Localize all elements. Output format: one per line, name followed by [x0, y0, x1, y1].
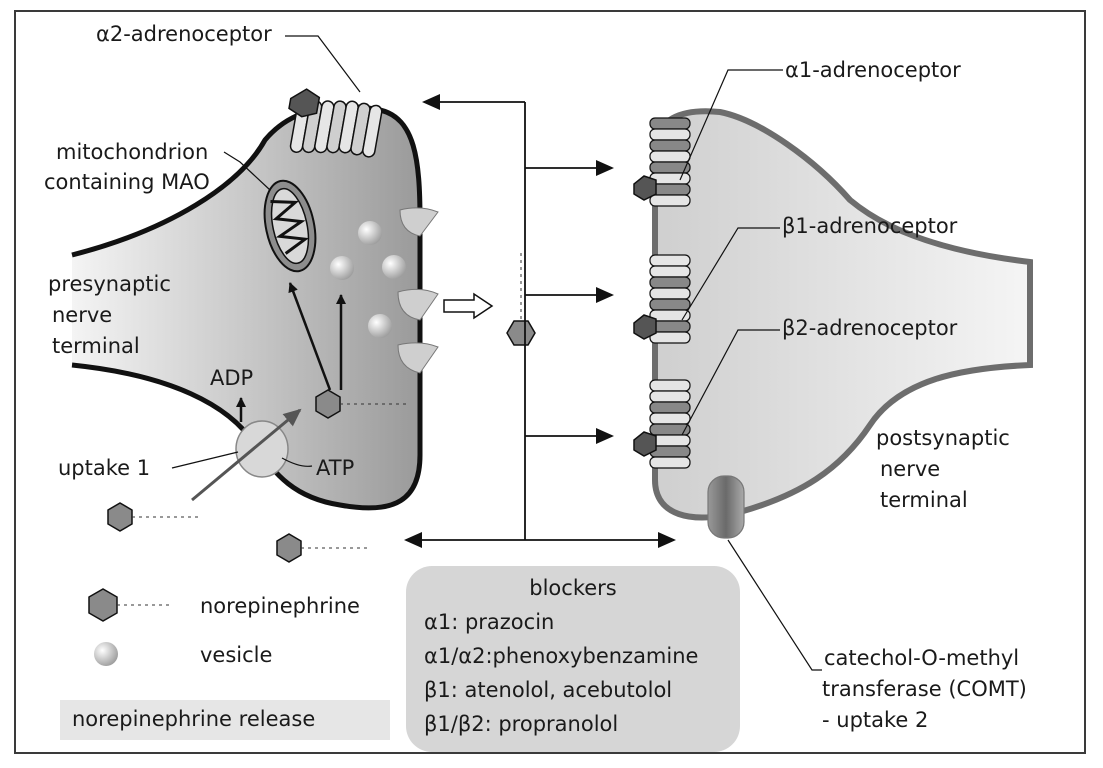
postsynaptic-label-line1: postsynaptic [876, 426, 1010, 450]
atp-pointer [281, 457, 313, 467]
comt-label-line2: transferase (COMT) [822, 677, 1027, 701]
beta2-label: β2-adrenoceptor [782, 316, 958, 340]
beta1-leader [681, 227, 780, 321]
postsynaptic-terminal [652, 108, 1033, 521]
adp-label: ADP [210, 366, 254, 390]
postsynaptic-label-line2: nerve [880, 457, 941, 481]
blockers-title: blockers [529, 576, 617, 600]
comt-enzyme [707, 475, 745, 539]
mitochondrion [263, 179, 317, 273]
norepinephrine-molecule-outside [107, 502, 198, 532]
alpha2-leader [285, 35, 361, 93]
legend-norepinephrine-label: norepinephrine [200, 594, 360, 618]
norepinephrine-molecule-cleft [276, 533, 369, 563]
postsynaptic-label-line3: terminal [880, 488, 968, 512]
alpha2-label: α2-adrenoceptor [96, 22, 272, 46]
arrow-to-mitochondrion [288, 282, 332, 391]
presynaptic-label-line3: terminal [52, 334, 140, 358]
beta1-label: β1-adrenoceptor [782, 214, 958, 238]
blocker-line-alpha1-alpha2: α1/α2:phenoxybenzamine [424, 644, 699, 668]
vesicle [382, 255, 406, 279]
beta2-leader [681, 329, 780, 436]
uptake1-transporter [235, 420, 289, 478]
alpha1-leader [679, 69, 783, 181]
legend-vesicle-label: vesicle [200, 643, 273, 667]
mito-leader [223, 151, 271, 191]
mitochondrion-label-line2: containing MAO [44, 170, 210, 194]
uptake1-pointer [171, 451, 239, 469]
comt-label-line1: catechol-O-methyl [824, 646, 1020, 670]
blocker-line-beta1-beta2: β1/β2: propranolol [424, 712, 619, 736]
vesicle [358, 221, 382, 245]
norepinephrine-molecule-center [506, 253, 536, 346]
norepinephrine-release-legend: norepinephrine release [60, 700, 390, 740]
docked-vesicle [397, 288, 439, 321]
presynaptic-label-line2: nerve [52, 303, 113, 327]
beta2-receptor [633, 379, 691, 469]
uptake1-label: uptake 1 [58, 456, 151, 480]
comt-leader [727, 539, 822, 671]
vesicle [368, 314, 392, 338]
atp-label: ATP [316, 456, 355, 480]
release-label: norepinephrine release [72, 707, 316, 731]
norepinephrine-molecule-inside [315, 389, 408, 419]
mitochondrion-label-line1: mitochondrion [56, 140, 209, 164]
blockers-panel: blockers α1: prazocin α1/α2:phenoxybenza… [406, 566, 740, 752]
alpha2-receptor [288, 88, 383, 158]
beta1-receptor [633, 254, 691, 344]
docked-vesicle [397, 342, 439, 374]
alpha1-receptor [633, 117, 691, 207]
release-arrow [443, 292, 494, 320]
alpha1-label: α1-adrenoceptor [785, 58, 961, 82]
vesicle [330, 256, 354, 280]
legend-norepinephrine-icon [88, 588, 173, 622]
presynaptic-label-line1: presynaptic [48, 272, 171, 296]
docked-vesicle [399, 207, 439, 237]
blocker-line-beta1: β1: atenolol, acebutolol [424, 678, 673, 702]
legend-vesicle-icon [94, 642, 118, 666]
blocker-line-alpha1: α1: prazocin [424, 610, 555, 634]
comt-label-line3: - uptake 2 [822, 708, 929, 732]
uptake-arrow [191, 408, 302, 502]
